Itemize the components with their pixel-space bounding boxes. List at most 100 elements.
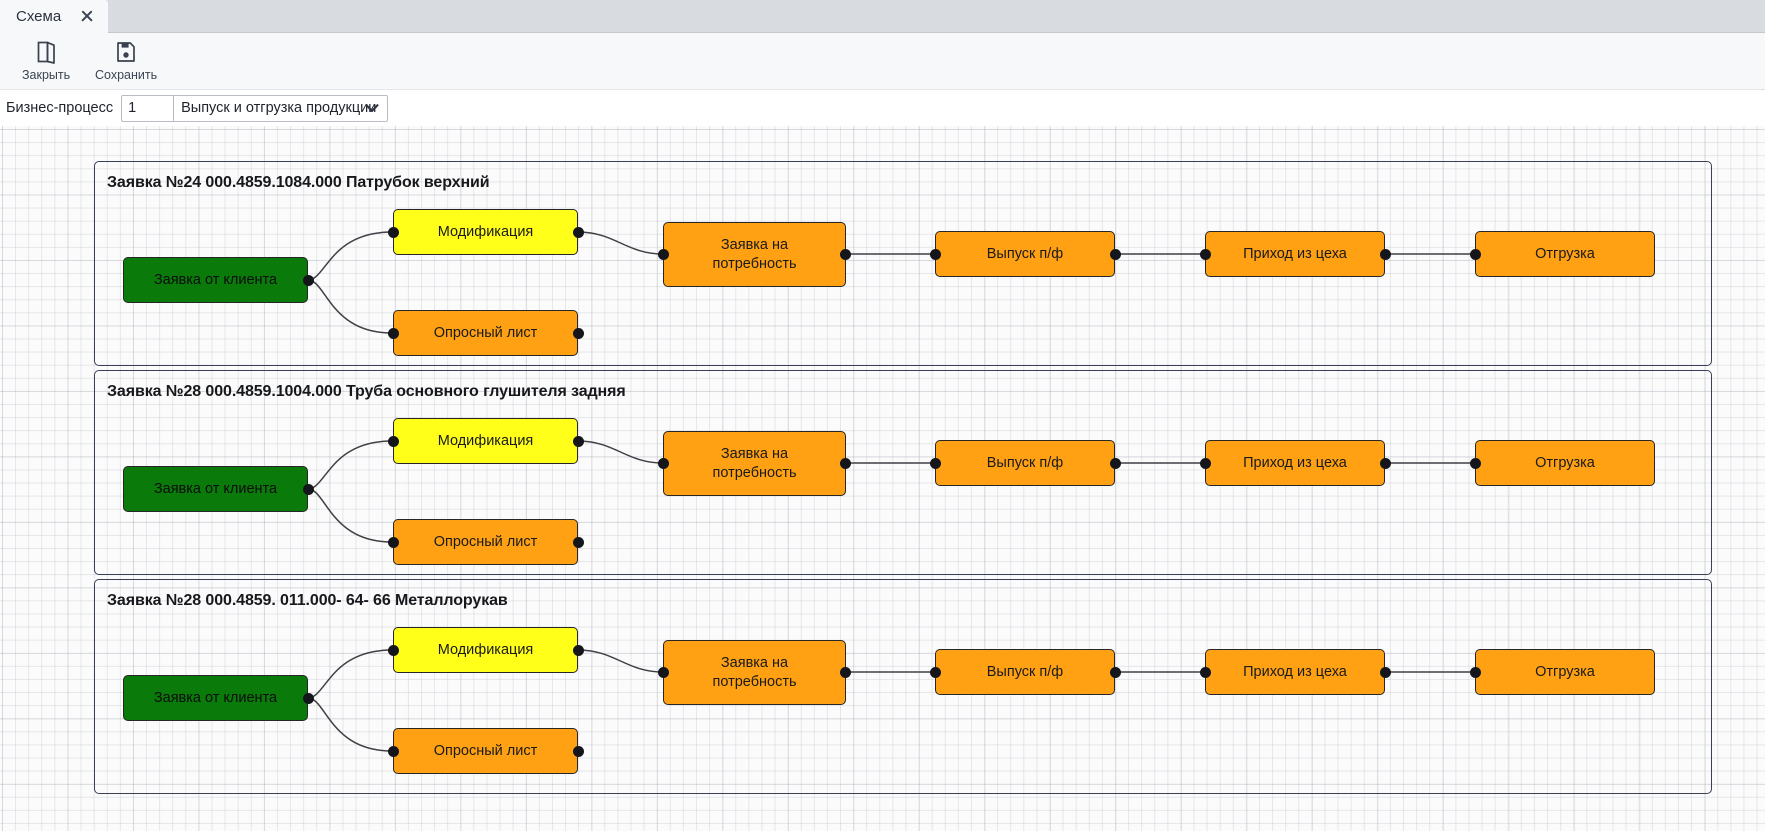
tab-strip: Схема bbox=[0, 0, 1765, 33]
node-modification[interactable]: Модификация bbox=[393, 209, 578, 255]
node-port[interactable] bbox=[572, 644, 584, 656]
node-port[interactable] bbox=[657, 666, 669, 678]
node-port[interactable] bbox=[1379, 666, 1391, 678]
node-port[interactable] bbox=[1199, 457, 1211, 469]
node-port[interactable] bbox=[387, 536, 399, 548]
process-group[interactable]: Заявка №28 000.4859. 011.000- 64- 66 Мет… bbox=[94, 579, 1712, 794]
node-port[interactable] bbox=[387, 327, 399, 339]
node-label: Опросный лист bbox=[433, 742, 538, 759]
node-workshop-arrival[interactable]: Приход из цеха bbox=[1205, 649, 1385, 695]
process-group[interactable]: Заявка №24 000.4859.1084.000 Патрубок ве… bbox=[94, 161, 1712, 366]
node-port[interactable] bbox=[572, 745, 584, 757]
node-modification[interactable]: Модификация bbox=[393, 418, 578, 464]
node-label: Заявка от клиента bbox=[153, 480, 278, 497]
node-semifinished-release[interactable]: Выпуск п/ф bbox=[935, 649, 1115, 695]
node-label: Приход из цеха bbox=[1243, 245, 1347, 262]
node-label: Модификация bbox=[437, 432, 534, 449]
node-label: Выпуск п/ф bbox=[986, 454, 1064, 471]
diagram-canvas[interactable]: Заявка №24 000.4859.1084.000 Патрубок ве… bbox=[0, 126, 1765, 831]
node-survey-sheet[interactable]: Опросный лист bbox=[393, 519, 578, 565]
business-process-select-value: Выпуск и отгрузка продукции bbox=[181, 100, 377, 116]
node-port[interactable] bbox=[839, 666, 851, 678]
node-port[interactable] bbox=[572, 435, 584, 447]
node-survey-sheet[interactable]: Опросный лист bbox=[393, 310, 578, 356]
node-port[interactable] bbox=[1199, 666, 1211, 678]
node-port[interactable] bbox=[387, 226, 399, 238]
node-port[interactable] bbox=[572, 226, 584, 238]
process-group-title: Заявка №28 000.4859. 011.000- 64- 66 Мет… bbox=[107, 592, 508, 609]
node-shipment[interactable]: Отгрузка bbox=[1475, 231, 1655, 277]
save-button[interactable]: Сохранить bbox=[85, 37, 167, 87]
node-label: Заявка от клиента bbox=[153, 689, 278, 706]
node-port[interactable] bbox=[929, 457, 941, 469]
node-label: Отгрузка bbox=[1535, 245, 1595, 262]
node-port[interactable] bbox=[839, 248, 851, 260]
node-client-request[interactable]: Заявка от клиента bbox=[123, 257, 308, 303]
node-port[interactable] bbox=[1469, 248, 1481, 260]
node-port[interactable] bbox=[387, 435, 399, 447]
node-label: Опросный лист bbox=[433, 533, 538, 550]
node-survey-sheet[interactable]: Опросный лист bbox=[393, 728, 578, 774]
floppy-save-icon bbox=[115, 40, 137, 64]
business-process-number-input[interactable] bbox=[121, 94, 174, 122]
process-group-title: Заявка №24 000.4859.1084.000 Патрубок ве… bbox=[107, 174, 490, 191]
close-button[interactable]: Закрыть bbox=[12, 37, 80, 87]
node-port[interactable] bbox=[302, 274, 314, 286]
business-process-label: Бизнес-процесс bbox=[6, 100, 114, 116]
node-label: Отгрузка bbox=[1535, 663, 1595, 680]
toolbar: Закрыть Сохранить bbox=[0, 33, 1765, 105]
node-label: Модификация bbox=[437, 223, 534, 240]
node-port[interactable] bbox=[929, 248, 941, 260]
node-label: Опросный лист bbox=[433, 324, 538, 341]
node-port[interactable] bbox=[572, 536, 584, 548]
node-modification[interactable]: Модификация bbox=[393, 627, 578, 673]
node-shipment[interactable]: Отгрузка bbox=[1475, 440, 1655, 486]
save-button-label: Сохранить bbox=[95, 68, 158, 82]
node-port[interactable] bbox=[1109, 248, 1121, 260]
door-exit-icon bbox=[35, 40, 57, 64]
node-semifinished-release[interactable]: Выпуск п/ф bbox=[935, 440, 1115, 486]
node-port[interactable] bbox=[1379, 248, 1391, 260]
node-client-request[interactable]: Заявка от клиента bbox=[123, 675, 308, 721]
node-workshop-arrival[interactable]: Приход из цеха bbox=[1205, 231, 1385, 277]
node-port[interactable] bbox=[1469, 666, 1481, 678]
node-label: Приход из цеха bbox=[1243, 663, 1347, 680]
node-port[interactable] bbox=[572, 327, 584, 339]
node-port[interactable] bbox=[1109, 457, 1121, 469]
node-port[interactable] bbox=[1379, 457, 1391, 469]
business-process-select[interactable]: Выпуск и отгрузка продукции bbox=[173, 94, 389, 122]
node-label: Отгрузка bbox=[1535, 454, 1595, 471]
node-semifinished-release[interactable]: Выпуск п/ф bbox=[935, 231, 1115, 277]
node-port[interactable] bbox=[387, 745, 399, 757]
process-group-title: Заявка №28 000.4859.1004.000 Труба основ… bbox=[107, 383, 626, 400]
node-port[interactable] bbox=[1199, 248, 1211, 260]
node-workshop-arrival[interactable]: Приход из цеха bbox=[1205, 440, 1385, 486]
node-shipment[interactable]: Отгрузка bbox=[1475, 649, 1655, 695]
node-port[interactable] bbox=[839, 457, 851, 469]
node-port[interactable] bbox=[657, 248, 669, 260]
node-label: Выпуск п/ф bbox=[986, 663, 1064, 680]
parameter-row: Бизнес-процесс Выпуск и отгрузка продукц… bbox=[0, 90, 1765, 126]
node-label: Заявка от клиента bbox=[153, 271, 278, 288]
process-group[interactable]: Заявка №28 000.4859.1004.000 Труба основ… bbox=[94, 370, 1712, 575]
node-label: Выпуск п/ф bbox=[986, 245, 1064, 262]
node-port[interactable] bbox=[387, 644, 399, 656]
node-port[interactable] bbox=[657, 457, 669, 469]
node-port[interactable] bbox=[1469, 457, 1481, 469]
close-icon[interactable] bbox=[79, 9, 94, 24]
node-port[interactable] bbox=[302, 692, 314, 704]
chevron-down-icon[interactable] bbox=[365, 96, 379, 121]
node-port[interactable] bbox=[1109, 666, 1121, 678]
node-port[interactable] bbox=[929, 666, 941, 678]
tab-schema-label: Схема bbox=[16, 8, 62, 25]
node-client-request[interactable]: Заявка от клиента bbox=[123, 466, 308, 512]
node-port[interactable] bbox=[302, 483, 314, 495]
tab-schema[interactable]: Схема bbox=[0, 0, 109, 33]
